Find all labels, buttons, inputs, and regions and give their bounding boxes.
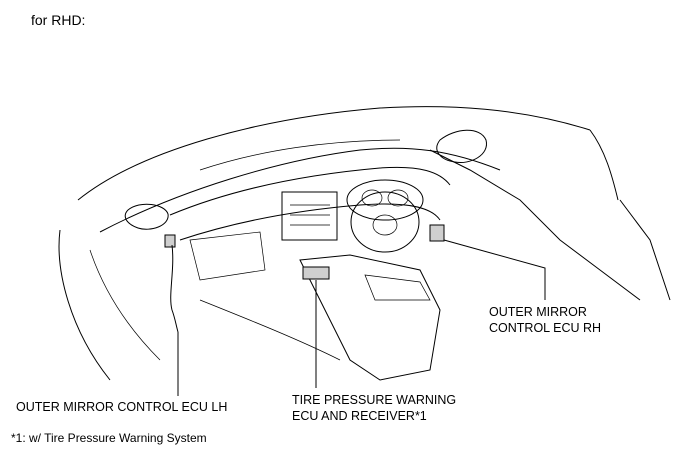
right-side-edge [619,199,671,301]
a-pillar-right [589,129,619,201]
ecu-lh-harness [170,244,179,333]
right-door-panel [429,149,641,301]
ecu-tp-part [302,266,330,280]
glovebox [189,231,266,281]
left-door-inner [89,249,161,361]
ecu-lh-part [164,234,176,248]
label-outer-mirror-ecu-rh-line2: CONTROL ECU RH [489,321,602,335]
label-tire-pressure-ecu: TIRE PRESSURE WARNING ECU AND RECEIVER*1 [292,392,456,424]
left-mirror [124,203,169,230]
ecu-rh-part [429,224,445,242]
instrument-cluster [346,179,424,221]
label-outer-mirror-ecu-rh: OUTER MIRROR CONTROL ECU RH [489,304,601,336]
center-stack [281,191,338,241]
left-door [58,229,111,381]
footnote: *1: w/ Tire Pressure Warning System [11,431,207,445]
leader-rh [443,239,546,300]
dashboard-face [179,203,441,241]
label-tire-pressure-ecu-line1: TIRE PRESSURE WARNING [292,393,457,407]
label-outer-mirror-ecu-lh: OUTER MIRROR CONTROL ECU LH [16,400,228,414]
armrest [364,274,431,301]
label-tire-pressure-ecu-line2: ECU AND RECEIVER*1 [292,409,427,423]
floor-line [199,299,341,361]
center-console [299,254,441,381]
label-outer-mirror-ecu-rh-line1: OUTER MIRROR [489,305,587,319]
gauge-left [361,189,383,207]
roof-line [199,139,401,171]
steering-wheel [350,191,420,253]
windshield-lower [99,147,501,233]
dashboard-top [169,166,451,216]
steering-hub [372,214,398,236]
diagram-title: for RHD: [31,12,86,28]
right-mirror [436,129,487,164]
windshield-outline [77,106,591,201]
gauge-right [387,189,409,207]
